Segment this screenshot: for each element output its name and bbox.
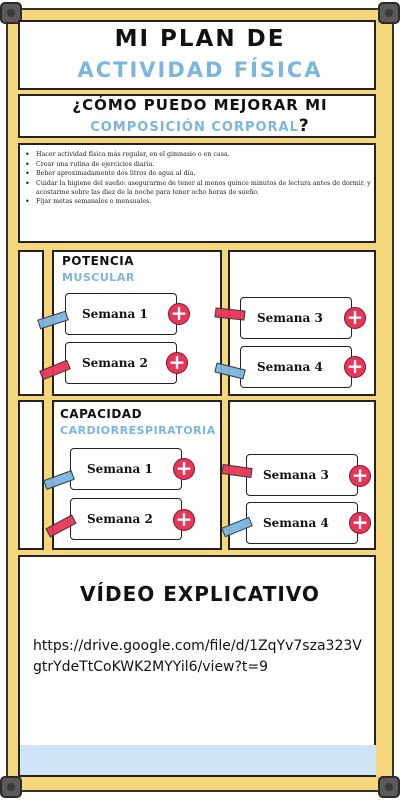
corner-bolt (0, 2, 22, 24)
section-title-capacidad: CAPACIDAD (60, 407, 143, 421)
list-item: Crear una rutina de ejercicios diaria. (24, 160, 374, 169)
week-card-s2-w1[interactable]: Semana 1 (70, 448, 182, 490)
plus-icon[interactable]: + (168, 303, 190, 325)
week-card-s2-w2[interactable]: Semana 2 (70, 498, 182, 540)
plus-icon[interactable]: + (349, 465, 371, 487)
list-item: Fijar metas semanales o mensuales. (24, 197, 374, 206)
week-label: Semana 1 (82, 307, 148, 321)
week-label: Semana 3 (263, 468, 329, 482)
plus-icon[interactable]: + (349, 512, 371, 534)
week-card-s1-w1[interactable]: Semana 1 (65, 293, 177, 335)
week-card-s1-w2[interactable]: Semana 2 (65, 342, 177, 384)
week-card-s1-w4[interactable]: Semana 4 (240, 346, 352, 388)
question-heading: ¿CÓMO PUEDO MEJORAR MI (72, 96, 328, 114)
week-card-s2-w3[interactable]: Semana 3 (246, 454, 358, 496)
week-card-s1-w3[interactable]: Semana 3 (240, 297, 352, 339)
page-subtitle: ACTIVIDAD FÍSICA (77, 58, 323, 82)
tips-list: Hacer actividad física más regular, en e… (24, 150, 374, 207)
plus-icon[interactable]: + (344, 307, 366, 329)
corner-bolt (378, 776, 400, 798)
list-item: Cuidar la higiene del sueño: asegurarme … (24, 179, 374, 197)
video-title: VÍDEO EXPLICATIVO (80, 582, 320, 606)
title-panel (18, 20, 376, 90)
plus-icon[interactable]: + (173, 458, 195, 480)
bottom-bar (20, 745, 376, 775)
plus-icon[interactable]: + (344, 356, 366, 378)
page-title: MI PLAN DE (114, 26, 286, 52)
list-item: Beber aproximadamente dos litros de agua… (24, 169, 374, 178)
section-subtitle-cardio: CARDIORRESPIRATORIA (60, 424, 216, 437)
section-title-potencia: POTENCIA (62, 254, 134, 268)
side-strip (18, 400, 44, 550)
plus-icon[interactable]: + (166, 352, 188, 374)
plus-icon[interactable]: + (173, 509, 195, 531)
question-panel (18, 94, 376, 138)
video-link[interactable]: https://drive.google.com/file/d/1ZqYv7sz… (33, 638, 362, 675)
week-label: Semana 2 (82, 356, 148, 370)
video-panel (18, 555, 376, 777)
week-label: Semana 4 (257, 360, 323, 374)
week-card-s2-w4[interactable]: Semana 4 (246, 502, 358, 544)
corner-bolt (378, 2, 400, 24)
question-subheading: COMPOSICIÓN CORPORAL? (0, 116, 400, 136)
week-label: Semana 3 (257, 311, 323, 325)
question-topic: COMPOSICIÓN CORPORAL (90, 120, 299, 135)
week-label: Semana 2 (87, 512, 153, 526)
week-label: Semana 4 (263, 516, 329, 530)
question-mark: ? (298, 116, 310, 136)
list-item: Hacer actividad física más regular, en e… (24, 150, 374, 159)
section-subtitle-muscular: MUSCULAR (62, 271, 135, 284)
corner-bolt (0, 776, 22, 798)
week-label: Semana 1 (87, 462, 153, 476)
